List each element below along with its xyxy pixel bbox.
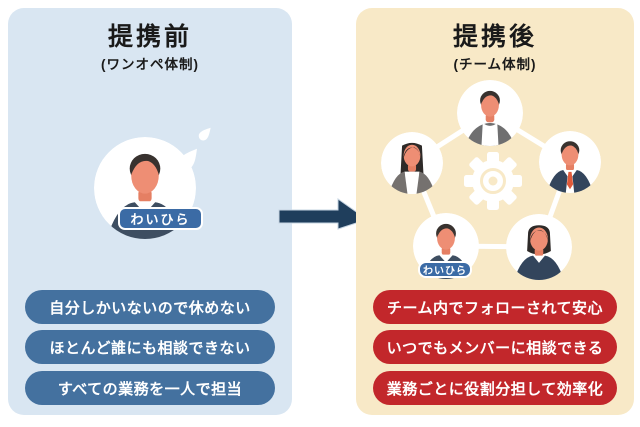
avatar-man-gray-blazer	[457, 80, 523, 147]
gear-icon	[464, 152, 522, 210]
team-illustration	[381, 80, 601, 281]
point-pill: 自分しかいないので休めない	[25, 290, 275, 324]
name-badge-after: わいひら	[418, 261, 472, 278]
panel-after-subtitle: (チーム体制)	[453, 57, 537, 72]
solo-worker-illustration	[94, 127, 211, 239]
panel-before-title: 提携前	[107, 23, 192, 51]
point-pill: チーム内でフォローされて安心	[373, 290, 617, 324]
name-badge-before: わいひら	[118, 207, 203, 230]
panel-after: 提携後 (チーム体制)	[356, 8, 634, 415]
avatar-woman-long-hair	[381, 132, 443, 195]
point-pill: 業務ごとに役割分担して効率化	[373, 371, 617, 405]
point-pill: すべての業務を一人で担当	[25, 371, 275, 405]
avatar-woman-bob-navy	[506, 214, 572, 281]
avatar-man-suit-red-tie	[539, 131, 601, 194]
panel-after-title: 提携後	[452, 23, 537, 51]
point-pill: いつでもメンバーに相談できる	[373, 330, 617, 364]
arrow-right-icon	[278, 198, 369, 230]
point-pill: ほとんど誰にも相談できない	[25, 330, 275, 364]
panel-before-subtitle: (ワンオペ体制)	[101, 57, 199, 72]
panel-before: 提携前 (ワンオペ体制)	[8, 8, 292, 415]
